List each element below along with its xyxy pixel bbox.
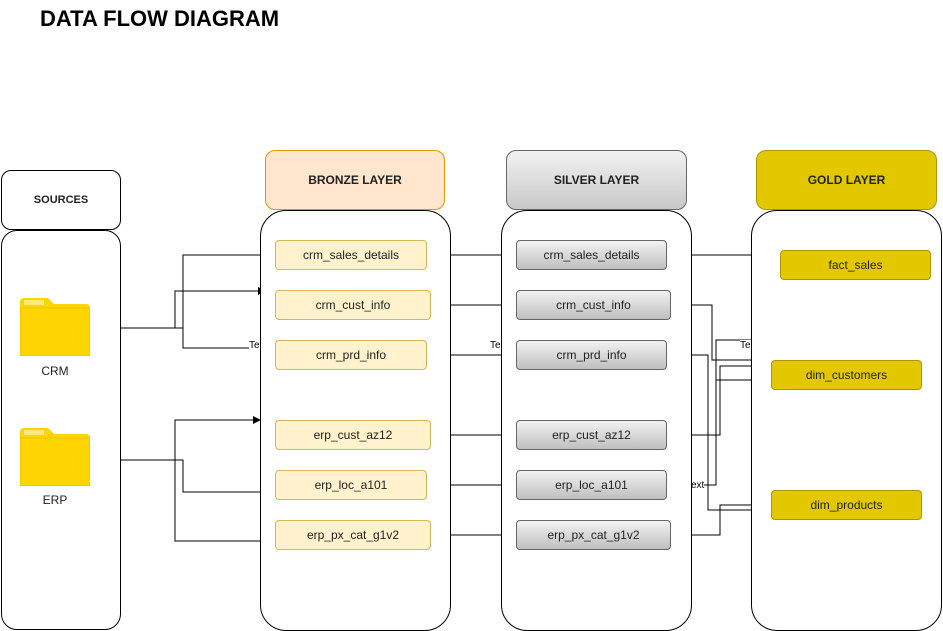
edge-erp-loc bbox=[90, 459, 275, 493]
gold-container bbox=[751, 210, 942, 631]
silver-table[interactable]: erp_px_cat_g1v2 bbox=[516, 520, 671, 550]
silver-table[interactable]: crm_cust_info bbox=[516, 290, 671, 320]
bronze-table[interactable]: erp_cust_az12 bbox=[275, 420, 431, 450]
edge-crm-prd bbox=[90, 327, 260, 349]
silver-table[interactable]: erp_cust_az12 bbox=[516, 420, 667, 450]
bronze-header: BRONZE LAYER bbox=[265, 150, 445, 210]
edge-erp-px bbox=[174, 460, 270, 545]
crm-label: CRM bbox=[41, 364, 69, 378]
silver-header: SILVER LAYER bbox=[506, 150, 687, 210]
silver-table[interactable]: erp_loc_a101 bbox=[516, 470, 667, 500]
gold-header: GOLD LAYER bbox=[756, 150, 937, 210]
silver-table[interactable]: crm_sales_details bbox=[516, 240, 667, 270]
crm-folder-icon bbox=[19, 298, 91, 357]
erp-label: ERP bbox=[42, 493, 68, 507]
erp-folder-icon bbox=[19, 428, 91, 487]
bronze-table[interactable]: crm_cust_info bbox=[275, 290, 431, 320]
edge-label: Te bbox=[740, 340, 751, 352]
bronze-table[interactable]: crm_sales_details bbox=[275, 240, 427, 270]
bronze-table[interactable]: crm_prd_info bbox=[275, 340, 427, 370]
bronze-table[interactable]: erp_loc_a101 bbox=[275, 470, 427, 500]
diagram-title: DATA FLOW DIAGRAM bbox=[40, 6, 280, 31]
sources-header: SOURCES bbox=[1, 170, 121, 230]
gold-table[interactable]: dim_products bbox=[771, 490, 922, 520]
silver-table[interactable]: crm_prd_info bbox=[516, 340, 667, 370]
gold-table[interactable]: fact_sales bbox=[780, 250, 931, 280]
gold-table[interactable]: dim_customers bbox=[771, 360, 922, 390]
bronze-table[interactable]: erp_px_cat_g1v2 bbox=[275, 520, 431, 550]
edge-s2g-az12 bbox=[667, 365, 752, 436]
edge-s2g-px bbox=[671, 501, 772, 536]
edge-label: Te bbox=[490, 340, 501, 352]
edge-label: Te bbox=[249, 340, 260, 352]
